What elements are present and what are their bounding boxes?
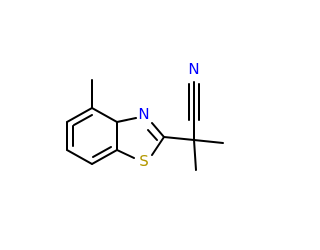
- bond-n3-c2-inner: [147, 129, 158, 141]
- bond-c2-s1: [151, 136, 165, 156]
- bond-c4-c5: [66, 107, 93, 123]
- molecule-canvas: N N S: [66, 60, 224, 171]
- bond-quaternary-methyl-down: [193, 139, 197, 171]
- bonds: [66, 79, 224, 171]
- atom-labels: N N S: [138, 60, 199, 170]
- bond-c6-c7: [66, 149, 93, 165]
- bond-quaternary-methyl-right: [193, 139, 224, 144]
- bond-c7-c7a-inner: [92, 146, 112, 158]
- bond-c7-c7a: [91, 149, 118, 165]
- bond-c3a-n3: [116, 117, 137, 123]
- ring-nitrogen-label: N: [138, 105, 149, 123]
- bond-n3-c2: [151, 122, 165, 138]
- bond-c3a-c4: [91, 107, 118, 123]
- sulfur-label: S: [139, 152, 149, 170]
- structure-drawing: N N S: [66, 60, 224, 171]
- bond-c2-quaternary-carbon: [163, 136, 195, 141]
- bond-s1-c7a: [116, 149, 135, 159]
- nitrile-nitrogen-label: N: [188, 60, 199, 78]
- bond-c4-c5-inner: [73, 114, 93, 126]
